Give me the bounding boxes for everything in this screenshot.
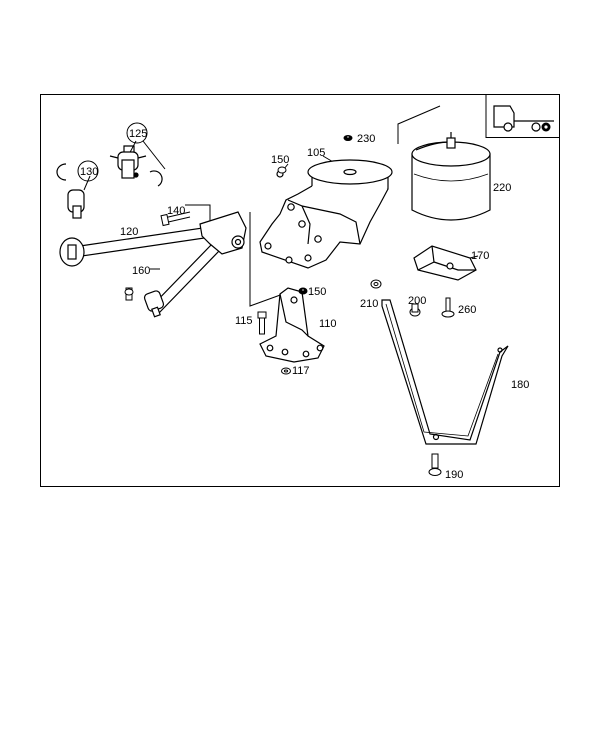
label-140: 140 (167, 205, 185, 217)
exploded-view-drawing: 105 110 115 117 120 125 130 140 150 150 … (40, 94, 560, 487)
bushing-joint (109, 145, 163, 187)
label-160: 160 (132, 265, 150, 277)
label-260: 260 (458, 304, 476, 316)
label-117: 117 (292, 365, 310, 377)
axle-bracket (259, 287, 325, 363)
label-110: 110 (319, 318, 337, 330)
bolts (124, 211, 455, 476)
label-170: 170 (471, 250, 489, 262)
label-130-circle (77, 160, 99, 182)
label-190: 190 (445, 469, 463, 481)
label-150-bottom: 150 (308, 286, 326, 298)
wedge-plate (413, 245, 477, 281)
label-200: 200 (408, 295, 426, 307)
small-hardware (277, 135, 382, 375)
parts-diagram: 105 110 115 117 120 125 130 140 150 150 … (40, 94, 560, 487)
label-125-circle (126, 122, 148, 144)
truck-rear-axle-icon (485, 94, 560, 138)
label-210: 210 (360, 298, 378, 310)
mounting-strut (381, 299, 509, 445)
part-labels: 105 110 115 117 120 125 130 140 150 150 … (77, 122, 529, 481)
label-120: 120 (120, 226, 138, 238)
air-spring-bellows (411, 132, 491, 221)
label-180: 180 (511, 379, 529, 391)
label-130: 130 (80, 166, 98, 178)
air-spring-support (259, 159, 393, 269)
label-115: 115 (235, 315, 253, 327)
label-125: 125 (129, 128, 147, 140)
label-230: 230 (357, 133, 375, 145)
label-105: 105 (307, 147, 325, 159)
control-arm (59, 211, 247, 318)
label-150-top: 150 (271, 154, 289, 166)
bushing (56, 163, 85, 219)
label-220: 220 (493, 182, 511, 194)
